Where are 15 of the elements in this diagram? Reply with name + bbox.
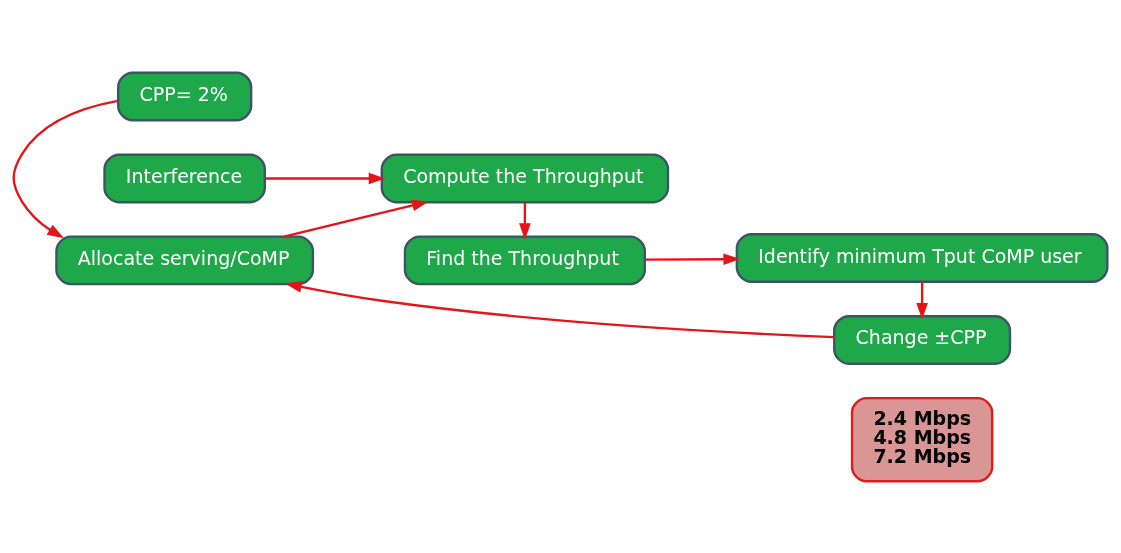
node-box: Compute the Throughput bbox=[380, 153, 670, 203]
arrow bbox=[12, 99, 119, 238]
arrow bbox=[285, 280, 835, 338]
arrow bbox=[519, 201, 531, 240]
node-box: Change ±CPP bbox=[833, 314, 1012, 365]
arrow bbox=[283, 199, 429, 238]
node-box: Allocate serving/CoMP bbox=[55, 234, 315, 285]
node-box: 2.4 Mbps 4.8 Mbps 7.2 Mbps bbox=[850, 396, 994, 482]
arrow bbox=[645, 252, 741, 265]
node-box: Find the Throughput bbox=[403, 234, 646, 285]
node-box: Identify minimum Tput CoMP user bbox=[735, 232, 1109, 283]
node-box: Interference bbox=[103, 153, 266, 203]
node-box: CPP= 2% bbox=[116, 71, 253, 121]
arrow bbox=[265, 172, 386, 184]
arrow bbox=[916, 281, 928, 320]
